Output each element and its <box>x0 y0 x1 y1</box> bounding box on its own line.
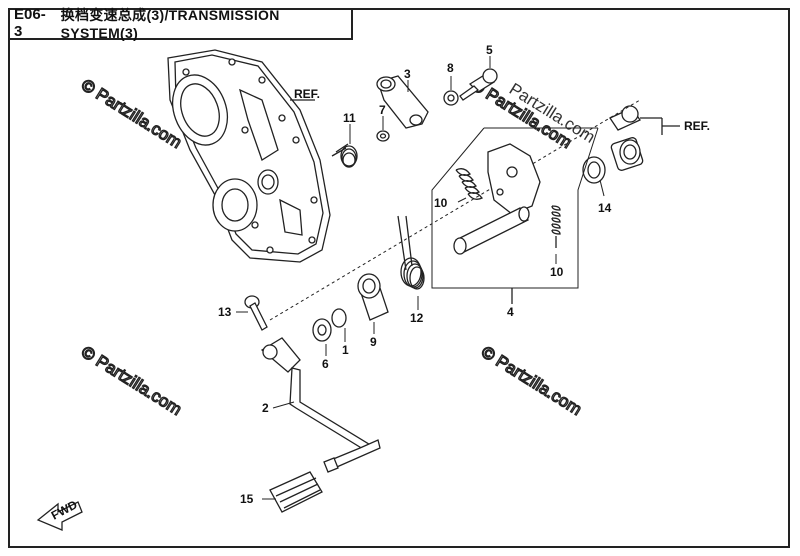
label-6: 6 <box>322 357 329 371</box>
diagram-title: 换档变速总成(3)/TRANSMISSION SYSTEM(3) <box>60 7 280 41</box>
bearing <box>610 137 644 171</box>
label-11: 11 <box>343 111 356 125</box>
part-4-assembly-outline <box>431 127 599 304</box>
label-14: 14 <box>598 201 612 215</box>
ref-bolt <box>609 105 641 131</box>
part-5-bolt <box>459 68 498 101</box>
label-15: 15 <box>240 492 254 506</box>
label-10b: 10 <box>550 265 564 279</box>
watermark: © Partzilla.com <box>478 342 585 419</box>
part-6-washer <box>312 318 332 342</box>
ref-label-right: REF. <box>684 119 710 133</box>
transmission-cover <box>167 49 331 263</box>
label-3: 3 <box>404 67 411 81</box>
part-7-washer-hole <box>379 133 387 139</box>
label-2: 2 <box>262 401 269 415</box>
label-7: 7 <box>379 103 386 117</box>
part-2-shift-pedal <box>260 337 381 473</box>
label-9: 9 <box>370 335 377 349</box>
label-8: 8 <box>447 61 454 75</box>
label-5: 5 <box>486 43 493 57</box>
part-11-spring <box>331 143 358 168</box>
part-9-bushing <box>357 273 389 321</box>
part-8-washer <box>443 90 459 106</box>
part-13-bolt <box>244 295 268 331</box>
part-4-shift-shaft <box>453 143 541 255</box>
part-3-shift-arm <box>376 75 429 129</box>
fwd-arrow <box>36 501 83 531</box>
label-10a: 10 <box>434 196 448 210</box>
label-13: 13 <box>218 305 232 319</box>
watermark: © Partzilla.com <box>78 342 185 419</box>
watermarks: © Partzilla.com © Partzilla.com © Partzi… <box>77 75 598 420</box>
label-4: 4 <box>507 305 514 319</box>
part-10-spring-upper <box>455 168 483 200</box>
diagram-code: E06-3 <box>14 6 46 40</box>
title-box: E06-3 换档变速总成(3)/TRANSMISSION SYSTEM(3) <box>8 6 353 41</box>
diagram-frame <box>8 8 790 548</box>
ref-label-left: REF. <box>294 87 320 101</box>
leader-lines <box>236 56 605 500</box>
part-12-torsion-spring <box>397 215 425 290</box>
part-7-washer <box>376 130 390 142</box>
label-12: 12 <box>410 311 424 325</box>
part-15-pedal-rubber <box>269 471 323 513</box>
part-10-spring-lower <box>551 205 561 248</box>
part-1-circlip <box>331 308 347 328</box>
part-14-seal <box>582 156 606 184</box>
label-1: 1 <box>342 343 349 357</box>
